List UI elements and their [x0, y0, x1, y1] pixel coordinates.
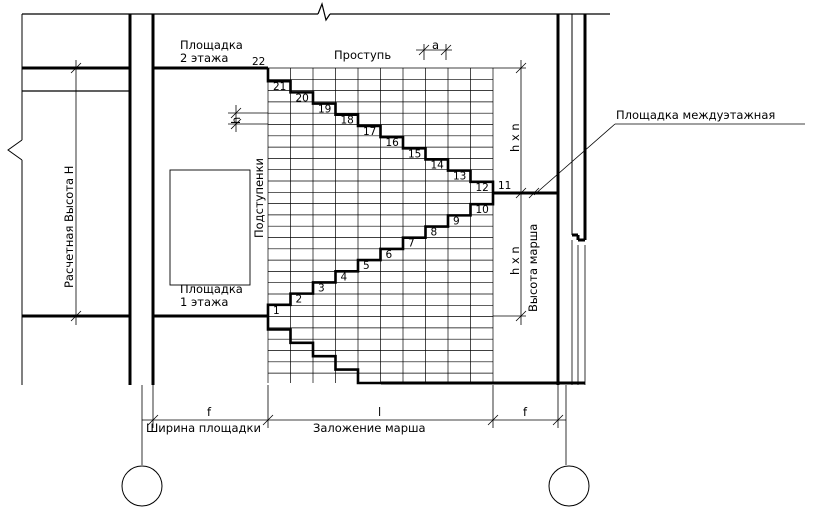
landing-2-label-2: 2 этажа — [180, 51, 228, 65]
dimension-lines — [70, 44, 805, 428]
step-number-20: 20 — [296, 92, 309, 104]
step-number-1: 1 — [273, 305, 280, 317]
dim-f-left: f — [207, 405, 212, 419]
step-number-7: 7 — [408, 238, 415, 250]
landing-1-label-2: 1 этажа — [180, 295, 228, 309]
step-number-11: 11 — [498, 180, 511, 192]
step-number-12: 12 — [476, 182, 489, 194]
step-number-4: 4 — [341, 271, 348, 283]
lower-flight-profile — [266, 193, 495, 316]
step-number-17: 17 — [363, 126, 376, 138]
lower-flight-underside — [266, 316, 381, 385]
step-number-21: 21 — [273, 81, 286, 93]
step-number-9: 9 — [453, 215, 460, 227]
step-number-16: 16 — [386, 137, 400, 149]
step-number-15: 15 — [408, 148, 421, 160]
upper-hn-label: h x n — [508, 123, 522, 152]
step-number-19: 19 — [318, 104, 331, 116]
riser-label: Подступенки — [252, 158, 266, 238]
dim-l: l — [378, 405, 381, 419]
tread-dim-label: a — [432, 38, 439, 52]
step-number-18: 18 — [341, 115, 354, 127]
step-number-8: 8 — [431, 227, 438, 239]
mid-landing-label: Площадка междуэтажная — [616, 108, 775, 122]
tread-label: Проступь — [334, 48, 391, 62]
landing-width-label: Ширина площадки — [146, 421, 261, 435]
flight-length-label: Заложение марша — [313, 421, 426, 435]
step-number-2: 2 — [296, 294, 303, 306]
flight-height-label: Высота марша — [526, 224, 540, 312]
step-number-6: 6 — [386, 249, 393, 261]
riser-dim-label: h — [229, 117, 243, 124]
step-grid — [267, 67, 494, 383]
design-height-label: Расчетная Высота Н — [62, 166, 76, 288]
step-number-14: 14 — [431, 159, 445, 171]
labels: Площадка 2 этажа Площадка 1 этажа Просту… — [62, 38, 775, 435]
landing-2-label-1: Площадка — [180, 38, 243, 52]
step-number-22: 22 — [252, 56, 265, 68]
step-number-13: 13 — [453, 171, 466, 183]
upper-flight-profile — [266, 68, 495, 193]
step-number-3: 3 — [318, 282, 325, 294]
dim-f-right: f — [523, 405, 528, 419]
landing-1-label-1: Площадка — [180, 282, 243, 296]
lower-hn-label: h x n — [508, 246, 522, 275]
step-number-5: 5 — [363, 260, 370, 272]
step-number-10: 10 — [476, 204, 489, 216]
